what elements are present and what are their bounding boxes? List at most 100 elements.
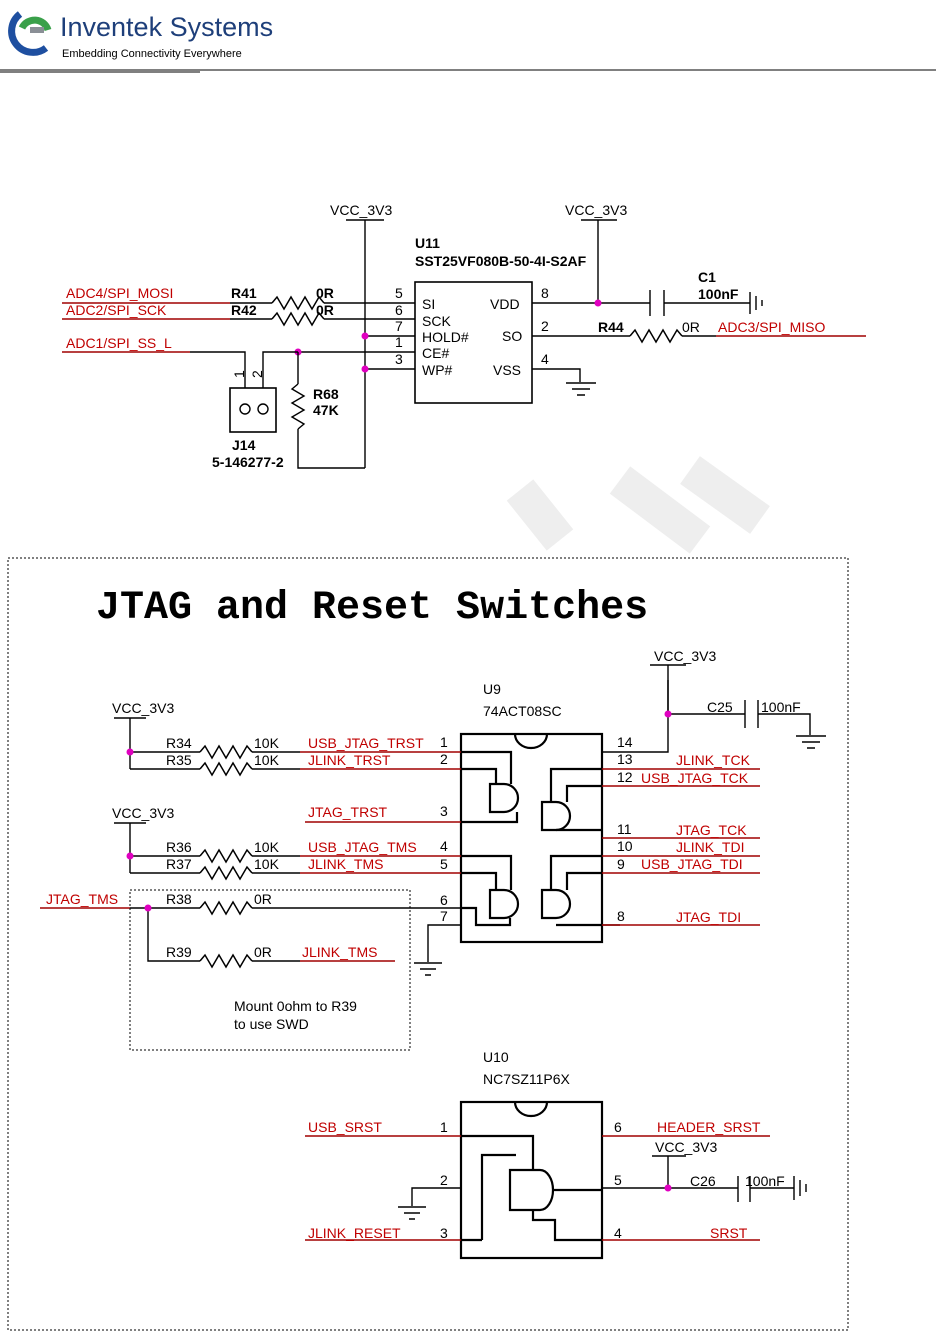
r42-val: 0R (316, 302, 334, 318)
c1-ref: C1 (698, 269, 716, 285)
net-jtag-tck: JTAG_TCK (676, 822, 747, 838)
jtag-vcc-1: VCC_3V3 (112, 700, 174, 716)
c25-ref: C25 (707, 699, 733, 715)
u9-pin-2: 2 (440, 751, 448, 767)
j14-pinnum-2: 2 (249, 370, 265, 378)
net-jlink-reset: JLINK_RESET (308, 1225, 401, 1241)
u11-chip-body (414, 281, 533, 404)
r68-ref: R68 (313, 386, 339, 402)
net-spi-sck: ADC2/SPI_SCK (66, 302, 167, 318)
swd-note-line1: Mount 0ohm to R39 (234, 998, 357, 1014)
u11-pin-vdd: VDD (490, 296, 520, 312)
r42-ref: R42 (231, 302, 257, 318)
u10-pin-6: 6 (614, 1119, 622, 1135)
company-logo: Inventek Systems Embedding Connectivity … (8, 11, 273, 60)
u10-chip-body (459, 1100, 604, 1260)
net-spi-mosi: ADC4/SPI_MOSI (66, 285, 173, 301)
u10-pin-2: 2 (440, 1172, 448, 1188)
r36-val: 10K (254, 839, 280, 855)
flash-section: U11 SST25VF080B-50-4I-S2AF SI SCK HOLD# … (62, 202, 866, 470)
j14-connector (229, 387, 277, 433)
u11-pinnum-5: 5 (395, 285, 403, 301)
r39-val: 0R (254, 944, 272, 960)
company-tagline: Embedding Connectivity Everywhere (62, 48, 242, 60)
u9-pin-14: 14 (617, 734, 633, 750)
u11-pinnum-3: 3 (395, 351, 403, 367)
u9-pin-12: 12 (617, 769, 633, 785)
jtag-vcc-top: VCC_3V3 (654, 648, 716, 664)
watermark (506, 456, 770, 554)
r68-val: 47K (313, 402, 339, 418)
j14-part: 5-146277-2 (212, 454, 284, 470)
u11-pin-ce: CE# (422, 345, 449, 361)
u9-pin-10: 10 (617, 838, 633, 854)
jtag-section-border (7, 557, 849, 1331)
net-srst: SRST (710, 1225, 748, 1241)
u11-pinnum-6: 6 (395, 302, 403, 318)
c1-ground-symbol (749, 292, 763, 314)
net-usb-jtag-tms: USB_JTAG_TMS (308, 839, 417, 855)
u9-pin-4: 4 (440, 838, 448, 854)
r44-ref: R44 (598, 319, 624, 335)
r35-ref: R35 (166, 752, 192, 768)
u9-pin-8: 8 (617, 908, 625, 924)
u9-pin-11: 11 (617, 821, 632, 837)
u11-pinnum-7: 7 (395, 318, 403, 334)
net-jlink-tdi: JLINK_TDI (676, 839, 744, 855)
r37-val: 10K (254, 856, 280, 872)
u11-pin-sck: SCK (422, 313, 451, 329)
u9-pin-9: 9 (617, 856, 625, 872)
u11-pinnum-8: 8 (541, 285, 549, 301)
jtag-vcc-u10: VCC_3V3 (655, 1139, 717, 1155)
net-jtag-tms: JTAG_TMS (46, 891, 118, 907)
c25-val: 100nF (761, 699, 801, 715)
net-spi-ss: ADC1/SPI_SS_L (66, 335, 172, 351)
u11-pin-vss: VSS (493, 362, 521, 378)
c26-ground-symbol (793, 1176, 807, 1200)
u10-pin-4: 4 (614, 1225, 622, 1241)
u11-pinnum-1: 1 (395, 334, 403, 350)
net-jlink-trst: JLINK_TRST (308, 752, 391, 768)
net-jlink-tck: JLINK_TCK (676, 752, 751, 768)
u10-ground-symbol (398, 1206, 426, 1220)
net-spi-miso: ADC3/SPI_MISO (718, 319, 825, 335)
c1-val: 100nF (698, 286, 739, 302)
u10-pin-3: 3 (440, 1225, 448, 1241)
u11-ref: U11 (415, 235, 440, 251)
u9-pin-5: 5 (440, 856, 448, 872)
u11-pinnum-2: 2 (541, 318, 549, 334)
swd-note-line2: to use SWD (234, 1016, 309, 1032)
u9-ground-symbol (414, 962, 442, 976)
net-jtag-trst: JTAG_TRST (308, 804, 388, 820)
u10-part: NC7SZ11P6X (483, 1071, 571, 1087)
flash-vcc-right: VCC_3V3 (565, 202, 627, 218)
u10-pin-5: 5 (614, 1172, 622, 1188)
u11-part: SST25VF080B-50-4I-S2AF (415, 253, 587, 269)
u9-pin-7: 7 (440, 908, 448, 924)
jtag-section: JTAG and Reset Switches U9 74ACT08SC 1 2… (7, 557, 849, 1331)
r44-val: 0R (682, 319, 700, 335)
jtag-title: JTAG and Reset Switches (96, 586, 648, 631)
j14-pin2 (257, 403, 269, 415)
company-name: Inventek Systems (60, 12, 273, 42)
u11-pin-so: SO (502, 328, 522, 344)
u10-ref: U10 (483, 1049, 509, 1065)
flash-vcc-left: VCC_3V3 (330, 202, 392, 218)
net-header-srst: HEADER_SRST (657, 1119, 761, 1135)
net-jlink-tms: JLINK_TMS (308, 856, 383, 872)
r39-ref: R39 (166, 944, 192, 960)
u9-pin-3: 3 (440, 803, 448, 819)
u9-ref: U9 (483, 681, 501, 697)
r37-ref: R37 (166, 856, 192, 872)
u11-pinnum-4: 4 (541, 351, 549, 367)
u11-pin-wp: WP# (422, 362, 453, 378)
j14-ref: J14 (232, 437, 256, 453)
r38-ref: R38 (166, 891, 192, 907)
net-usb-jtag-tck: USB_JTAG_TCK (641, 770, 749, 786)
u9-part: 74ACT08SC (483, 703, 562, 719)
u9-pin-1: 1 (440, 734, 448, 750)
u9-pin-6: 6 (440, 892, 448, 908)
c26-val: 100nF (745, 1173, 785, 1189)
c26-ref: C26 (690, 1173, 716, 1189)
